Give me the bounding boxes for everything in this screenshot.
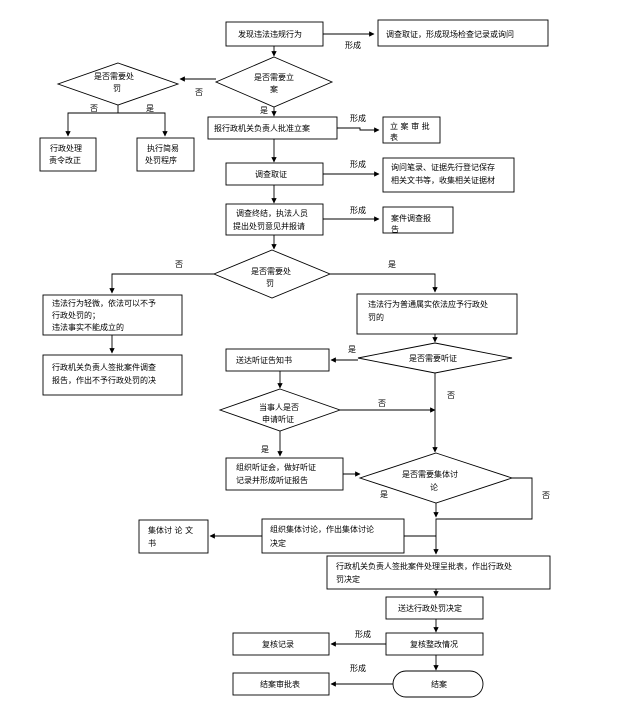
text-investigate-top: 调查取证，形成现场检查记录或询问 xyxy=(386,29,514,39)
text-minor-1: 违法行为轻微，依法可以不予 xyxy=(52,298,156,308)
text-close: 结案 xyxy=(431,679,447,689)
label-no-2: 否 xyxy=(90,104,98,113)
text-report-approve: 报行政机关负责人批准立案 xyxy=(214,123,310,133)
label-form-6: 形成 xyxy=(350,663,366,673)
box-discuss-record xyxy=(138,519,209,554)
text-approve-penalty-2: 罚决定 xyxy=(336,574,360,584)
text-need-case-2: 案 xyxy=(270,84,278,94)
text-investigate: 调查取证 xyxy=(255,169,287,179)
box-inquiry-record xyxy=(382,157,515,193)
label-no-3: 否 xyxy=(175,260,183,269)
text-case-approval-1: 立 案 审 批 xyxy=(390,121,430,131)
label-form-4: 形成 xyxy=(350,205,366,215)
box-deliver-decision xyxy=(385,596,484,620)
text-party-apply-1: 当事人是否 xyxy=(259,402,299,412)
label-yes-5: 是 xyxy=(261,445,269,454)
text-discuss-record-1: 集体讨 论 文 xyxy=(148,525,193,535)
text-approve-penalty-1: 行政机关负责人签批案件处理呈批表，作出行政处 xyxy=(336,561,512,571)
text-organize-discuss-1: 组织集体讨论，作出集体讨论 xyxy=(270,524,374,534)
text-deliver-notice: 送达听证告知书 xyxy=(236,355,292,365)
box-deliver-notice xyxy=(225,348,330,372)
label-yes-4: 是 xyxy=(348,345,356,354)
box-investigate-top xyxy=(377,19,549,47)
box-inv-report xyxy=(382,206,454,234)
diamond-need-punish-mid xyxy=(212,249,332,299)
text-organize-discuss-2: 决定 xyxy=(270,538,286,548)
text-need-punish-left-2: 罚 xyxy=(113,84,121,93)
text-minor-3: 违法事实不能成立的 xyxy=(52,322,124,332)
label-yes-2: 是 xyxy=(146,104,154,113)
text-need-punish-left-1: 是否需要处 xyxy=(94,71,134,81)
box-close-approval xyxy=(232,672,330,696)
box-simple-proc xyxy=(136,137,195,172)
text-approve-no-penalty-2: 报告，作出不予行政处罚的决 xyxy=(52,375,156,385)
label-no-5: 否 xyxy=(378,399,386,408)
text-deliver-decision: 送达行政处罚决定 xyxy=(398,603,462,613)
text-should-penalty-1: 违法行为普通属实依法应予行政处 xyxy=(368,299,488,309)
box-approve-penalty xyxy=(326,555,551,590)
text-inv-report-2: 告 xyxy=(391,224,399,234)
box-review-record xyxy=(232,632,330,656)
text-inv-end-2: 提出处罚意见并报请 xyxy=(233,221,305,231)
text-organize-hearing-1: 组织听证会，做好听证 xyxy=(236,462,316,472)
text-inv-report-1: 案件调查报 xyxy=(391,213,431,223)
text-discover: 发现违法违规行为 xyxy=(238,29,302,39)
label-yes-3: 是 xyxy=(388,260,396,269)
text-need-hearing: 是否需要听证 xyxy=(409,354,457,363)
label-no-6: 否 xyxy=(542,491,550,500)
text-case-approval-2: 表 xyxy=(390,132,398,142)
text-approve-no-penalty-1: 行政机关负责人签批案件调查 xyxy=(52,362,156,372)
label-yes-1: 是 xyxy=(260,106,268,115)
box-case-approval xyxy=(382,116,441,144)
label-no-1: 否 xyxy=(195,88,203,97)
text-need-collective-2: 论 xyxy=(430,482,438,492)
text-need-case-1: 是否需要立 xyxy=(254,72,294,82)
text-minor-2: 行政处罚的； xyxy=(52,310,100,320)
label-no-4: 否 xyxy=(447,391,455,400)
text-inquiry-record-2: 相关文书等，收集相关证据材 xyxy=(391,175,495,185)
text-inv-end-1: 调查终结，执法人员 xyxy=(236,208,308,218)
diamond-need-case xyxy=(214,56,334,108)
text-review-rectify: 复核整改情况 xyxy=(410,639,458,649)
label-form-3: 形成 xyxy=(350,159,366,169)
text-simple-proc-1: 执行简易 xyxy=(147,143,179,153)
box-should-penalty xyxy=(356,293,518,335)
box-inv-end xyxy=(225,203,324,236)
box-approve-no-penalty xyxy=(42,354,183,396)
text-party-apply-2: 申请听证 xyxy=(262,414,294,424)
text-need-punish-mid-1: 是否需要处 xyxy=(251,266,291,276)
text-order-correct-1: 行政处理 xyxy=(50,143,82,153)
text-close-approval: 结案审批表 xyxy=(260,679,300,689)
label-form-2: 形成 xyxy=(350,113,366,123)
label-form-5: 形成 xyxy=(355,629,371,639)
text-discuss-record-2: 书 xyxy=(148,538,156,548)
text-order-correct-2: 责令改正 xyxy=(49,155,81,165)
text-review-record: 复核记录 xyxy=(262,639,294,649)
text-need-punish-mid-2: 罚 xyxy=(266,279,274,288)
text-inquiry-record-1: 询问笔录、证据先行登记保存 xyxy=(391,162,495,172)
text-simple-proc-2: 处罚程序 xyxy=(145,155,177,165)
label-yes-6: 是 xyxy=(380,490,388,499)
text-need-collective-1: 是否需要集体讨 xyxy=(402,469,458,479)
label-form-1: 形成 xyxy=(345,40,361,50)
text-organize-hearing-2: 记录并形成听证报告 xyxy=(236,475,308,485)
box-minor xyxy=(42,294,183,336)
box-order-correct xyxy=(39,137,97,172)
text-should-penalty-2: 罚的 xyxy=(368,312,384,322)
